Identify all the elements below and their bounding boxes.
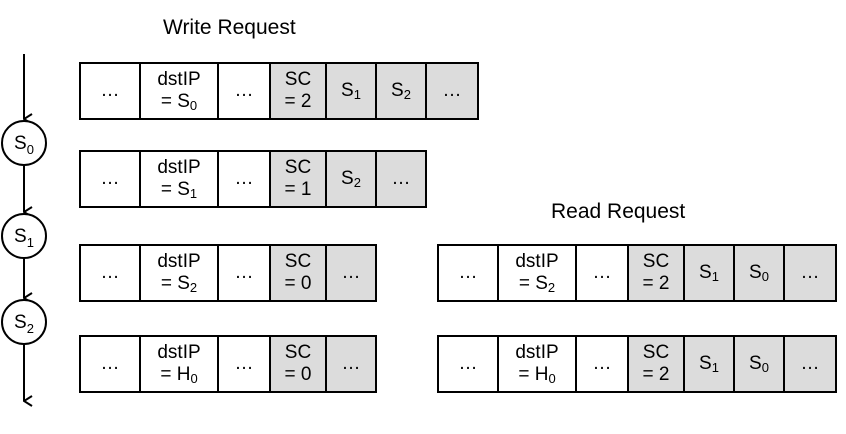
ellipsis-field: … <box>458 262 478 283</box>
segment-counter-field: SC= 2 <box>627 246 683 300</box>
ellipsis-field: … <box>325 246 375 300</box>
dstip-field: dstIP= S2 <box>139 246 217 300</box>
ellipsis-field: … <box>325 337 375 391</box>
segment-field: S1 <box>683 337 733 391</box>
ellipsis-field: … <box>783 337 835 391</box>
segment-counter-field: SC= 0 <box>269 246 325 300</box>
node-label-0: S0 <box>14 133 34 157</box>
segment-counter-field: SC= 1 <box>269 152 325 206</box>
write-request-row: …dstIP= S2…SC= 0… <box>79 244 377 302</box>
dstip-field: dstIP= H0 <box>497 337 575 391</box>
segment-counter-field: SC= 2 <box>269 64 325 118</box>
write-request-title: Write Request <box>163 16 296 39</box>
segment-field: S0 <box>733 337 783 391</box>
node-label-1: S1 <box>14 226 34 250</box>
ellipsis-field: … <box>100 262 120 283</box>
write-request-row: …dstIP= H0…SC= 0… <box>79 335 377 393</box>
ellipsis-field: … <box>217 64 269 118</box>
read-request-title: Read Request <box>551 200 686 223</box>
dstip-field: dstIP= S1 <box>139 152 217 206</box>
node-circle-0: S0 <box>1 120 47 166</box>
segment-field: S2 <box>325 152 375 206</box>
ellipsis-field: … <box>425 64 477 118</box>
segment-field: S2 <box>375 64 425 118</box>
ellipsis-field: … <box>217 246 269 300</box>
ellipsis-field: … <box>217 337 269 391</box>
ellipsis-field: … <box>100 168 120 189</box>
ellipsis-field: … <box>375 152 425 206</box>
segment-field: S1 <box>325 64 375 118</box>
ellipsis-field: … <box>217 152 269 206</box>
dstip-field: dstIP= H0 <box>139 337 217 391</box>
dstip-field: dstIP= S2 <box>497 246 575 300</box>
segment-field: S0 <box>733 246 783 300</box>
ellipsis-field: … <box>100 80 120 101</box>
ellipsis-field: … <box>575 337 627 391</box>
node-label-2: S2 <box>14 312 34 336</box>
segment-counter-field: SC= 0 <box>269 337 325 391</box>
ellipsis-field: … <box>458 353 478 374</box>
ellipsis-field: … <box>100 353 120 374</box>
ellipsis-field: … <box>575 246 627 300</box>
dstip-field: dstIP= S0 <box>139 64 217 118</box>
segment-field: S1 <box>683 246 733 300</box>
node-circle-2: S2 <box>1 299 47 345</box>
node-circle-1: S1 <box>1 213 47 259</box>
segment-counter-field: SC= 2 <box>627 337 683 391</box>
ellipsis-field: … <box>783 246 835 300</box>
